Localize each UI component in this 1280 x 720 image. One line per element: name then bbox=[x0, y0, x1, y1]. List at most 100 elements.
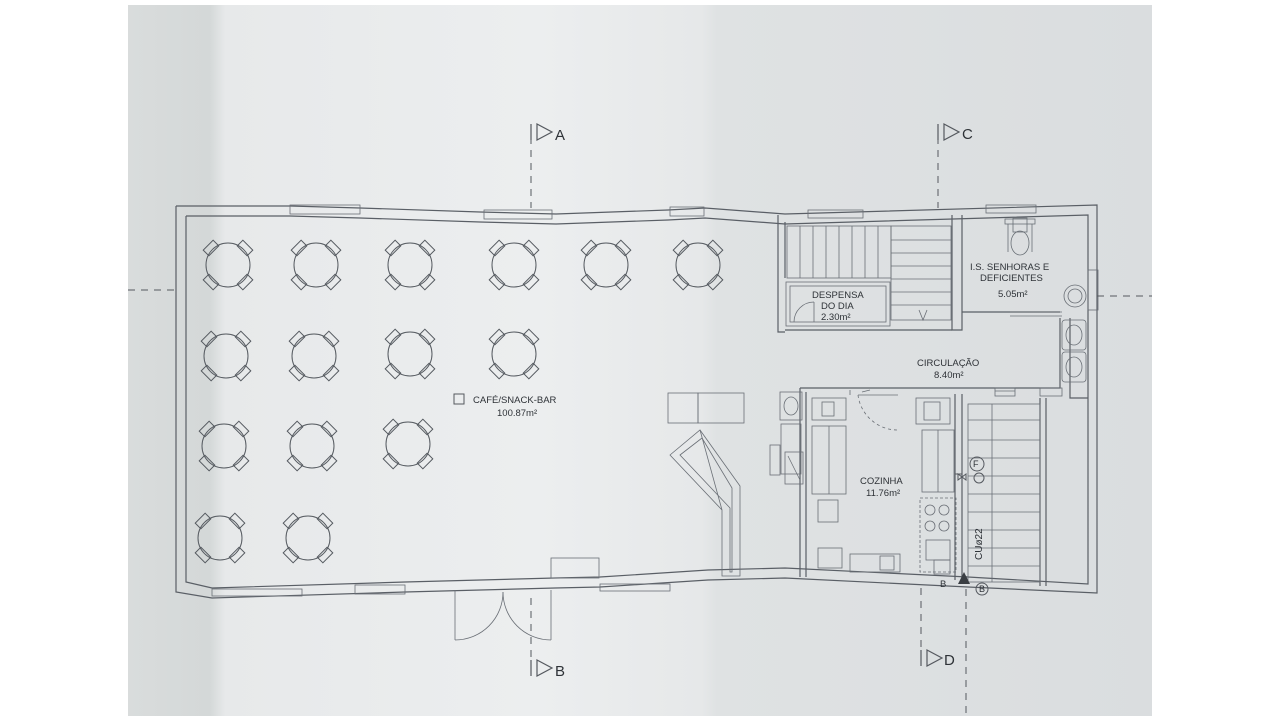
despensa-name-2: DO DIA bbox=[821, 301, 854, 312]
round-table bbox=[491, 242, 537, 288]
section-label-b: B bbox=[555, 663, 565, 680]
cozinha-area: 11.76m² bbox=[866, 488, 900, 499]
chair bbox=[290, 273, 308, 291]
table-with-chairs bbox=[384, 328, 436, 380]
room-label-circulacao: CIRCULAÇÃO 8.40m² bbox=[917, 358, 979, 381]
chair bbox=[384, 273, 402, 291]
chair bbox=[288, 364, 306, 382]
chair bbox=[580, 239, 598, 257]
chair bbox=[202, 239, 220, 257]
section-label-b-small: B bbox=[940, 579, 946, 590]
table-with-chairs bbox=[198, 420, 250, 472]
section-marker-b-detail: B B bbox=[940, 572, 989, 596]
circulacao-name: CIRCULAÇÃO bbox=[917, 358, 979, 369]
table-with-chairs bbox=[290, 239, 342, 291]
chair bbox=[198, 420, 216, 438]
round-table bbox=[291, 333, 337, 379]
round-table bbox=[387, 242, 433, 288]
despensa-room bbox=[785, 281, 891, 327]
f-marker: F bbox=[973, 459, 979, 469]
chair bbox=[418, 239, 436, 257]
chair bbox=[672, 273, 690, 291]
room-label-cozinha: COZINHA 11.76m² bbox=[860, 476, 903, 499]
chair bbox=[706, 273, 724, 291]
gas-valve-annotation: F bbox=[957, 456, 985, 484]
kitchen-door bbox=[849, 389, 899, 431]
stairs-upper bbox=[786, 225, 952, 322]
round-table bbox=[197, 515, 243, 561]
chair bbox=[202, 273, 220, 291]
despensa-area: 2.30m² bbox=[821, 312, 851, 323]
table-with-chairs bbox=[194, 512, 246, 564]
table-with-chairs bbox=[488, 328, 540, 380]
chair bbox=[488, 239, 506, 257]
wc-name-1: I.S. SENHORAS E bbox=[970, 262, 1049, 273]
chair bbox=[316, 512, 334, 530]
round-table bbox=[387, 331, 433, 377]
table-with-chairs bbox=[282, 512, 334, 564]
chair bbox=[614, 239, 632, 257]
chair bbox=[324, 239, 342, 257]
chair bbox=[418, 328, 436, 346]
table-with-chairs bbox=[202, 239, 254, 291]
windows bbox=[211, 204, 1099, 597]
cafe-area: 100.87m² bbox=[497, 408, 537, 419]
chair bbox=[384, 328, 402, 346]
round-table bbox=[293, 242, 339, 288]
kitchen-equipment bbox=[769, 391, 957, 575]
round-table bbox=[583, 242, 629, 288]
chair bbox=[488, 273, 506, 291]
round-table bbox=[289, 423, 335, 469]
chair bbox=[320, 454, 338, 472]
round-table bbox=[201, 423, 247, 469]
chair bbox=[614, 273, 632, 291]
outer-walls bbox=[175, 204, 1098, 599]
section-label-a: A bbox=[555, 127, 565, 144]
table-with-chairs bbox=[200, 330, 252, 382]
chair bbox=[282, 546, 300, 564]
table-with-chairs bbox=[384, 239, 436, 291]
chair bbox=[198, 454, 216, 472]
chair bbox=[522, 273, 540, 291]
bar-counter bbox=[667, 392, 745, 577]
chair bbox=[324, 273, 342, 291]
round-table bbox=[285, 515, 331, 561]
round-table bbox=[203, 333, 249, 379]
chair bbox=[288, 330, 306, 348]
chair bbox=[232, 420, 250, 438]
chair bbox=[488, 328, 506, 346]
wc-fixtures bbox=[1004, 217, 1087, 383]
chair bbox=[322, 364, 340, 382]
chair bbox=[706, 239, 724, 257]
section-label-b-circle: B bbox=[979, 584, 985, 594]
chair bbox=[384, 239, 402, 257]
table-with-chairs bbox=[672, 239, 724, 291]
table-with-chairs bbox=[288, 330, 340, 382]
chair bbox=[228, 512, 246, 530]
room-label-cafe: CAFÉ/SNACK-BAR 100.87m² bbox=[453, 393, 557, 419]
table-with-chairs bbox=[382, 418, 434, 470]
chair bbox=[382, 418, 400, 436]
chair bbox=[194, 512, 212, 530]
chair bbox=[234, 364, 252, 382]
cozinha-name: COZINHA bbox=[860, 476, 903, 487]
chair bbox=[200, 364, 218, 382]
circulacao-area: 8.40m² bbox=[934, 370, 964, 381]
chair bbox=[580, 273, 598, 291]
wc-area: 5.05m² bbox=[998, 289, 1028, 300]
section-marker-b: B bbox=[530, 659, 565, 680]
room-label-despensa: DESPENSA DO DIA 2.30m² bbox=[812, 290, 864, 323]
chair bbox=[200, 330, 218, 348]
paper-sheet bbox=[128, 5, 1152, 716]
chair bbox=[384, 362, 402, 380]
chair bbox=[322, 330, 340, 348]
table-with-chairs bbox=[488, 239, 540, 291]
round-table bbox=[205, 242, 251, 288]
chair bbox=[672, 239, 690, 257]
chair bbox=[194, 546, 212, 564]
chair bbox=[234, 330, 252, 348]
section-label-d: D bbox=[944, 652, 955, 669]
chair bbox=[316, 546, 334, 564]
